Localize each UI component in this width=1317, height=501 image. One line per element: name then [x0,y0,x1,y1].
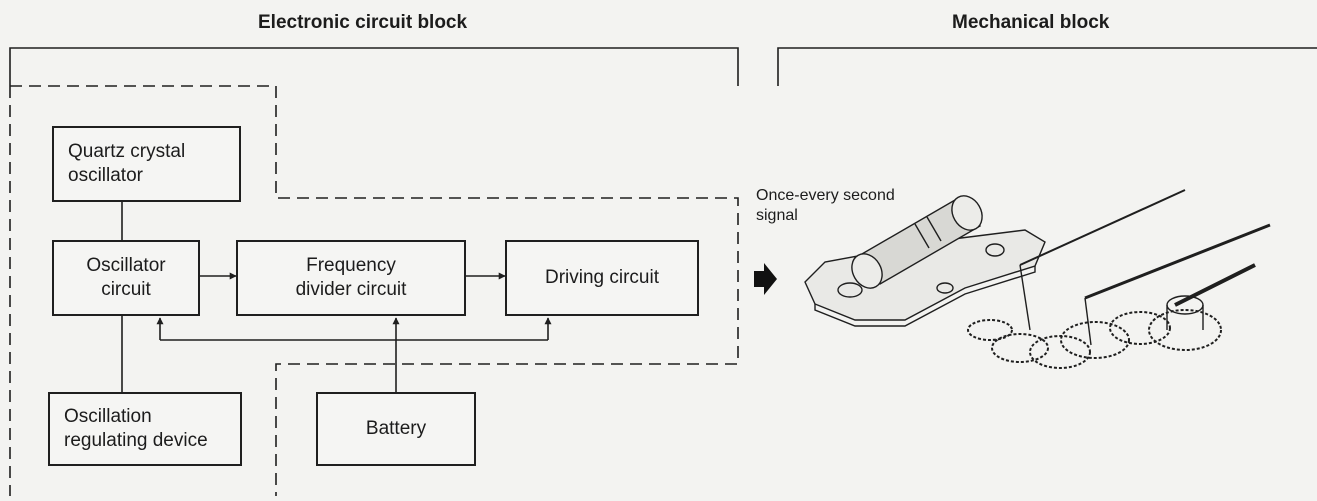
ic-boundary-dashed [9,85,739,496]
second-hand [1019,189,1186,266]
frequency-divider-circuit-block: Frequency divider circuit [236,240,466,316]
signal-line2: signal [756,207,798,224]
mechanical-block-heading: Mechanical block [952,12,1110,33]
oscillator-circuit-block: Oscillator circuit [52,240,200,316]
hour-hand [1174,263,1256,307]
regulating-label-line1: Oscillation [64,406,152,428]
divider-label-line2: divider circuit [295,279,407,300]
quartz-crystal-oscillator-block: Quartz crystal oscillator [52,126,241,202]
stepping-motor-gear-train-icon [804,189,1271,369]
oscillator-label-line2: circuit [101,279,151,300]
driving-circuit-block: Driving circuit [505,240,699,316]
motor-coil [851,195,983,289]
oscillator-label-line1: Oscillator [86,255,166,277]
oscillation-regulating-device-block: Oscillation regulating device [48,392,242,466]
quartz-label-line1: Quartz crystal [68,141,186,163]
electronic-block-heading: Electronic circuit block [258,12,468,33]
divider-label-line1: Frequency [306,255,396,277]
driving-label: Driving circuit [544,267,660,289]
battery-label: Battery [365,418,427,440]
mechanical-block-bracket [777,47,1317,86]
output-bold-arrow [754,263,777,295]
gear-train [936,282,1222,369]
regulating-label-line2: regulating device [64,430,208,451]
signal-annotation: Once-every second signal [756,186,895,226]
electronic-block-bracket [9,47,739,86]
quartz-label-line2: oscillator [68,165,143,186]
signal-line1: Once-every second [756,187,895,204]
battery-block: Battery [316,392,476,466]
minute-hand [1084,223,1271,300]
